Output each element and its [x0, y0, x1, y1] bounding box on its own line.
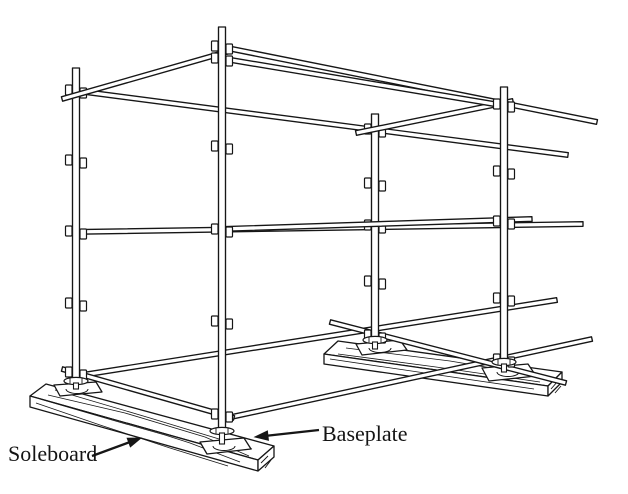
standard-2-coupler-right	[225, 143, 234, 155]
standard-1-coupler-left	[64, 297, 73, 309]
standard-2-coupler-right	[225, 318, 234, 330]
baseplate-arrow-line	[267, 428, 320, 437]
standard-1	[71, 67, 81, 383]
baseplate-label: Baseplate	[322, 421, 408, 446]
standard-4-coupler-right	[507, 168, 516, 180]
soleboard-front-grain	[35, 402, 229, 467]
standard-2-coupler-left	[210, 223, 219, 235]
baseplate-3-mark	[368, 347, 392, 353]
standard-2-coupler-right	[225, 55, 234, 67]
callouts: Soleboard Baseplate	[8, 421, 408, 466]
soleboard-front-grain	[54, 389, 253, 450]
standard-2-coupler-left	[210, 40, 219, 52]
standard-3-coupler-right	[378, 180, 387, 192]
baseplate-1-mark	[65, 388, 89, 394]
standard-2-coupler-left	[210, 140, 219, 152]
standard-3-coupler-left	[363, 275, 372, 287]
standard-2-coupler-right	[225, 43, 234, 55]
standard-2-coupler-right	[225, 226, 234, 238]
standard-1-coupler-left	[64, 154, 73, 166]
standard-1-base-pin	[72, 382, 80, 390]
soleboard-label: Soleboard	[8, 441, 97, 466]
soleboard-back-endgrain	[554, 385, 562, 394]
standard-4-coupler-right	[507, 295, 516, 307]
top-transom-right	[354, 98, 515, 136]
scaffold-structure	[29, 26, 599, 472]
standard-1-coupler-right	[79, 228, 88, 240]
standard-4	[499, 86, 509, 363]
soleboard-front-endgrain	[264, 459, 272, 469]
standard-1-coupler-left	[64, 225, 73, 237]
standard-2-coupler-left	[210, 315, 219, 327]
bottom-transom-left	[60, 366, 236, 421]
soleboard-arrow-head	[126, 437, 143, 448]
standard-2-base-pin	[218, 432, 226, 445]
baseplate-2-plate	[199, 437, 252, 455]
standard-4-coupler-right	[507, 101, 516, 113]
standard-2-coupler-right	[225, 411, 234, 423]
standard-3-base-pin	[371, 341, 379, 350]
standard-3-coupler-left	[363, 177, 372, 189]
standard-2-coupler-left	[210, 52, 219, 64]
bottom-transom-right	[328, 319, 568, 386]
standard-1-coupler-left	[64, 366, 73, 378]
standard-4-coupler-left	[492, 98, 501, 110]
standard-2	[217, 26, 227, 432]
soleboard-front-endgrain	[260, 455, 269, 464]
standard-1-coupler-right	[79, 157, 88, 169]
soleboard-arrow-line	[91, 441, 130, 458]
standard-4-coupler-left	[492, 292, 501, 304]
standard-1-coupler-right	[79, 300, 88, 312]
standard-2-coupler-left	[210, 408, 219, 420]
baseplate-arrow-head	[253, 430, 269, 441]
standard-4-base-pin	[500, 363, 508, 373]
standard-4-coupler-left	[492, 165, 501, 177]
standard-3	[370, 113, 380, 342]
baseplate-2-mark	[212, 445, 236, 451]
standard-4-coupler-left	[492, 215, 501, 227]
standard-4-coupler-right	[507, 218, 516, 230]
standard-3-coupler-right	[378, 278, 387, 290]
